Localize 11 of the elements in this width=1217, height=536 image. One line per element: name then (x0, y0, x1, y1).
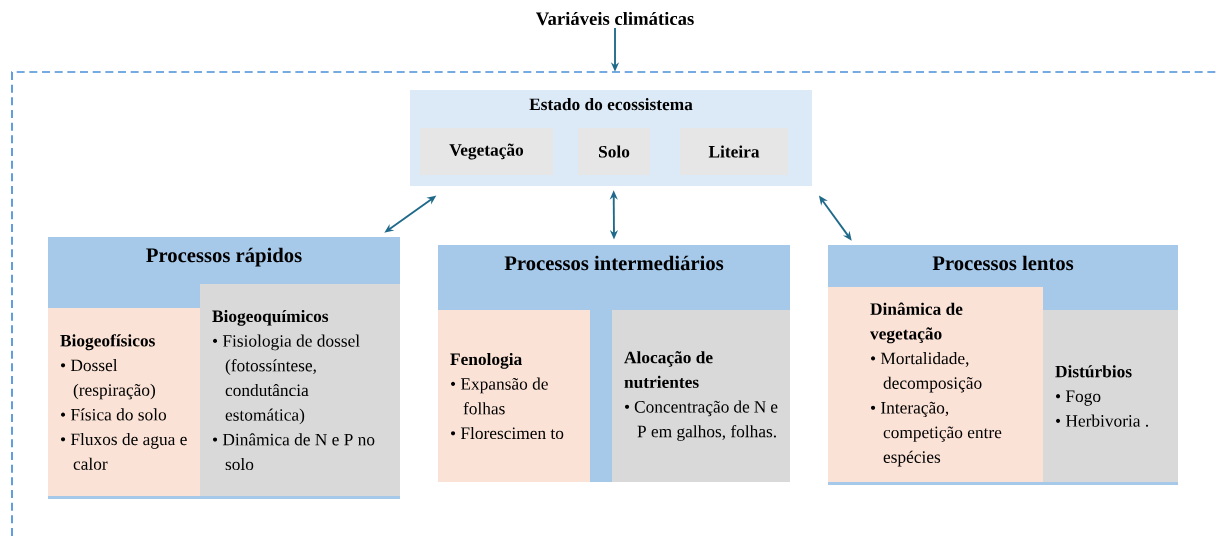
process-list-box: Alocação de nutrientes • Concentração de N e P em galhos, folhas. (612, 310, 790, 482)
component-box: Solo (578, 128, 650, 175)
process-list-box: Dinâmica de vegetação • Mortalidade, decomposição • Interação, competição entre espécies (828, 287, 1043, 482)
component-box: Vegetação (420, 128, 553, 175)
process-list-box: Biogeofísicos • Dossel (respiração) • Física do solo • Fluxos de agua e calor (48, 308, 200, 496)
component-box: Liteira (680, 128, 788, 175)
dashed-frame (11, 71, 1217, 536)
process-list-box: Biogeoquímicos • Fisiologia de dossel (fotossíntese, condutância estomática) • Dinâmica de N e P no solo (200, 284, 400, 496)
process-list-box: Fenologia • Expansão de folhas • Florescimen to (438, 310, 590, 482)
process-list-box: Distúrbios • Fogo • Herbivoria . (1043, 310, 1178, 482)
title-text: Variáveis climáticas (536, 11, 694, 26)
